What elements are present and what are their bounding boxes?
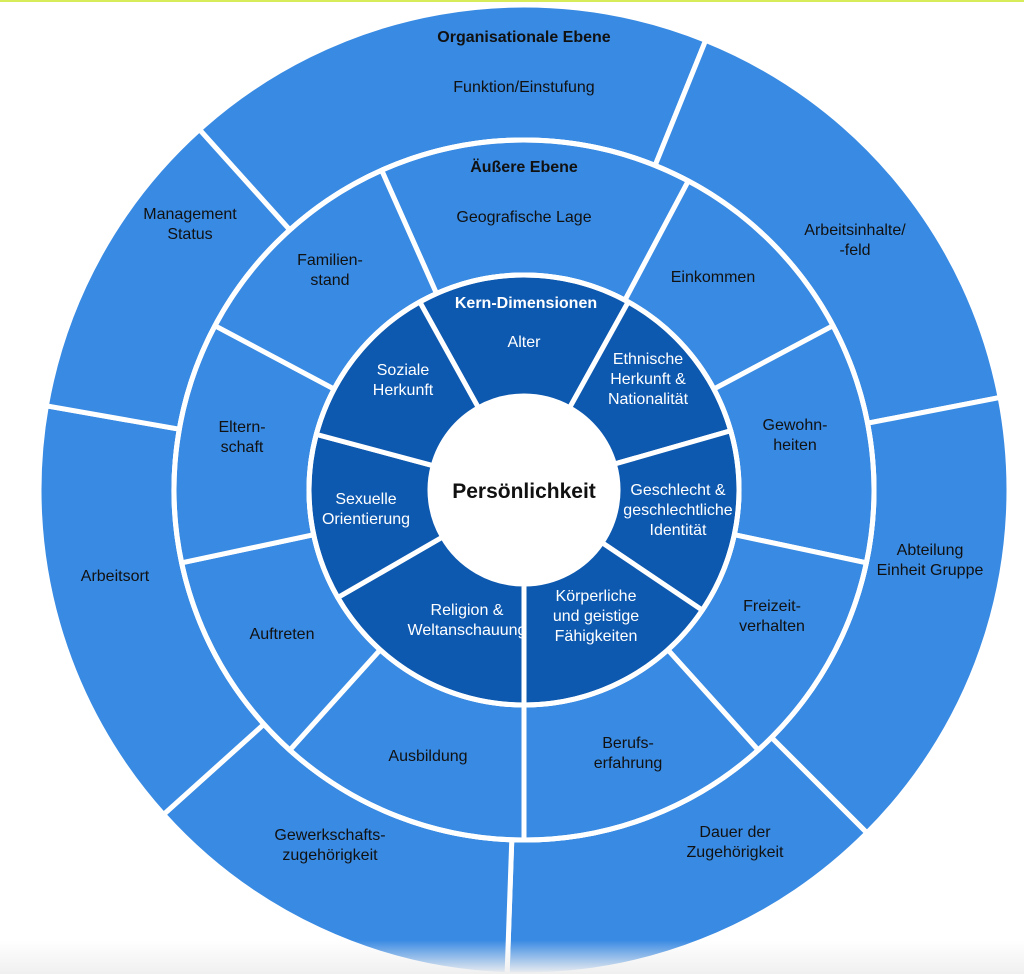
inner-label-line: Nationalität bbox=[608, 391, 689, 408]
inner-label-line: Religion & bbox=[431, 602, 504, 619]
middle-label-line: stand bbox=[310, 272, 349, 289]
middle-label-geografische-lage: Geografische Lage bbox=[456, 209, 591, 226]
outer-label-gewerkschaft: Gewerkschafts-zugehörigkeit bbox=[274, 827, 385, 864]
core-dimensions-title: Kern-Dimensionen bbox=[455, 295, 597, 312]
inner-label-line: Fähigkeiten bbox=[555, 628, 638, 645]
core-dimensions-ring bbox=[171, 137, 877, 843]
outer-label-funktion: Funktion/Einstufung bbox=[453, 79, 594, 96]
inner-label-line: Orientierung bbox=[322, 511, 410, 528]
outer-label-line: Arbeitsort bbox=[81, 568, 150, 585]
organisational-layer-title: Organisationale Ebene bbox=[437, 29, 610, 46]
middle-label-line: verhalten bbox=[739, 618, 805, 635]
middle-label-line: Auftreten bbox=[250, 626, 315, 643]
inner-label-line: Herkunft bbox=[373, 382, 434, 399]
middle-label-line: Freizeit- bbox=[743, 598, 801, 615]
ring-separator bbox=[171, 137, 877, 843]
outer-label-line: Gewerkschafts- bbox=[274, 827, 385, 844]
middle-label-freizeitverhalten: Freizeit-verhalten bbox=[739, 598, 805, 635]
inner-label-line: Körperliche bbox=[556, 588, 637, 605]
middle-label-line: Gewohn- bbox=[763, 417, 828, 434]
middle-label-line: Berufs- bbox=[602, 735, 654, 752]
inner-label-line: Identität bbox=[650, 522, 707, 539]
inner-label-line: Geschlecht & bbox=[630, 482, 725, 499]
middle-label-gewohnheiten: Gewohn-heiten bbox=[763, 417, 828, 454]
center-label: Persönlichkeit bbox=[452, 480, 596, 503]
outer-label-line: Abteilung bbox=[897, 542, 964, 559]
middle-label-line: schaft bbox=[221, 439, 264, 456]
middle-label-line: Ausbildung bbox=[388, 748, 467, 765]
middle-label-line: Eltern- bbox=[218, 419, 265, 436]
inner-label-religion: Religion & Weltanschauung bbox=[408, 602, 527, 639]
personality-center bbox=[430, 396, 618, 584]
outer-layer-title: Äußere Ebene bbox=[470, 158, 578, 176]
middle-label-auftreten: Auftreten bbox=[250, 626, 315, 643]
organisational-labels: Funktion/EinstufungArbeitsinhalte/-feldA… bbox=[81, 79, 984, 864]
middle-label-line: Geografische Lage bbox=[456, 209, 591, 226]
outer-label-line: Zugehörigkeit bbox=[687, 844, 785, 861]
inner-label-line: Alter bbox=[508, 334, 542, 351]
outer-label-line: Arbeitsinhalte/ bbox=[804, 222, 906, 239]
outer-label-arbeitsinhalte: Arbeitsinhalte/ -feld bbox=[804, 222, 906, 259]
middle-label-einkommen: Einkommen bbox=[671, 269, 755, 286]
outer-label-line: Management bbox=[143, 206, 237, 223]
outer-label-line: Dauer der bbox=[699, 824, 771, 841]
outer-label-line: Einheit Gruppe bbox=[877, 562, 984, 579]
outer-label-arbeitsort: Arbeitsort bbox=[81, 568, 150, 585]
middle-label-line: heiten bbox=[773, 437, 817, 454]
inner-label-line: Herkunft & bbox=[610, 371, 686, 388]
middle-label-berufserfahrung: Berufs-erfahrung bbox=[594, 735, 663, 772]
top-accent-line bbox=[0, 0, 1024, 2]
middle-label-elternschaft: Eltern-schaft bbox=[218, 419, 265, 456]
inner-label-alter: Alter bbox=[508, 334, 542, 351]
inner-label-line: Sexuelle bbox=[335, 491, 396, 508]
inner-label-line: Ethnische bbox=[613, 351, 683, 368]
outer-label-line: -feld bbox=[839, 242, 870, 259]
inner-label-line: Soziale bbox=[377, 362, 430, 379]
middle-label-familienstand: Familien-stand bbox=[297, 252, 363, 289]
middle-label-line: Familien- bbox=[297, 252, 363, 269]
middle-label-line: erfahrung bbox=[594, 755, 663, 772]
outer-layer-labels: Geografische LageEinkommenGewohn-heitenF… bbox=[218, 209, 827, 772]
outer-label-line: Funktion/Einstufung bbox=[453, 79, 594, 96]
ring-separator bbox=[306, 272, 742, 708]
middle-label-ausbildung: Ausbildung bbox=[388, 748, 467, 765]
middle-label-line: Einkommen bbox=[671, 269, 755, 286]
inner-label-line: und geistige bbox=[553, 608, 639, 625]
inner-label-line: geschlechtliche bbox=[623, 502, 733, 519]
bottom-fade bbox=[0, 940, 1024, 974]
outer-label-line: zugehörigkeit bbox=[282, 847, 378, 864]
inner-label-line: Weltanschauung bbox=[408, 622, 527, 639]
outer-label-line: Status bbox=[167, 226, 212, 243]
